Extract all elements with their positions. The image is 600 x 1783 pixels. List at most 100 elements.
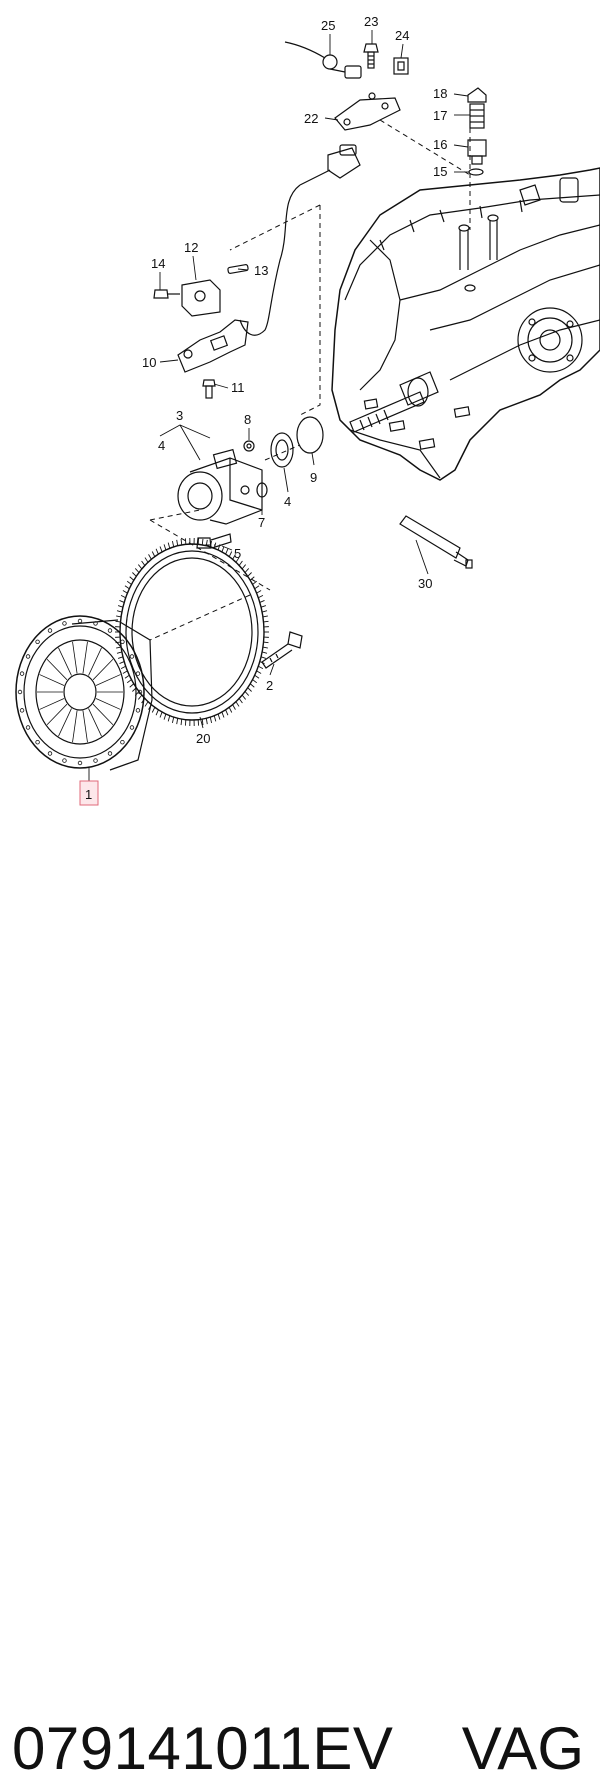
flywheel-tooth <box>236 702 239 707</box>
callout-30: 30 <box>418 576 432 591</box>
part-30-grease-tube <box>400 516 472 568</box>
diaphragm-finger <box>93 659 113 680</box>
flywheel-tooth <box>142 561 145 566</box>
flywheel-tooth <box>263 647 268 648</box>
flywheel-tooth <box>172 541 173 547</box>
diaphragm-finger <box>83 642 88 674</box>
flywheel-tooth <box>138 565 141 569</box>
callout-23: 23 <box>364 14 378 29</box>
callout-18: 18 <box>433 86 447 101</box>
flywheel-tooth <box>181 719 182 725</box>
callout-2: 2 <box>266 678 273 693</box>
flywheel-tooth <box>264 621 269 622</box>
flywheel-tooth <box>250 684 254 688</box>
rivet-hole <box>48 752 52 756</box>
diaphragm-finger <box>40 675 64 686</box>
flywheel-tooth <box>202 539 203 545</box>
part-1-clutch-kit <box>16 616 152 770</box>
callout-22: 22 <box>304 111 318 126</box>
flywheel-tooth <box>164 714 166 720</box>
flywheel-tooth <box>258 666 263 668</box>
callout-20: 20 <box>196 731 210 746</box>
flywheel-tooth <box>119 600 124 602</box>
flywheel-tooth <box>119 662 124 664</box>
flywheel-tooth <box>168 716 170 722</box>
flywheel-tooth <box>152 707 155 712</box>
flywheel-tooth <box>218 714 220 720</box>
brand-name: VAG <box>462 1714 584 1783</box>
flywheel-tooth <box>242 565 245 569</box>
rivet-hole <box>130 655 134 659</box>
callout-7: 7 <box>258 515 265 530</box>
part-8-bleeder <box>244 441 254 451</box>
rivet-hole <box>36 640 40 644</box>
flywheel-tooth <box>156 549 158 554</box>
flywheel-teeth <box>115 538 269 726</box>
part-10-bracket <box>178 320 248 372</box>
part-4-shaft-seal <box>271 433 293 467</box>
flywheel-tooth <box>121 666 126 668</box>
diaphragm-finger <box>47 704 67 725</box>
diaphragm-finger <box>73 711 78 743</box>
flywheel-tooth <box>226 710 228 715</box>
callout-8: 8 <box>244 412 251 427</box>
flywheel-tooth <box>181 539 182 545</box>
flywheel-tooth <box>222 546 224 551</box>
part-5-bolt <box>197 534 231 548</box>
diaphragm-finger <box>93 704 113 725</box>
flywheel-tooth <box>127 680 131 683</box>
flywheel-tooth <box>177 718 178 724</box>
flywheel-tooth <box>248 688 252 692</box>
rivet-hole <box>63 759 67 763</box>
flywheel-tooth <box>222 712 224 717</box>
rivet-hole <box>48 629 52 633</box>
flywheel-tooth <box>255 675 259 678</box>
exploded-parts-diagram: 25 23 24 22 18 17 16 15 12 13 14 10 11 3… <box>0 0 600 830</box>
callout-5: 5 <box>234 546 241 561</box>
rivet-hole <box>26 726 30 730</box>
flywheel-tooth <box>226 549 228 554</box>
flywheel-tooth <box>248 572 252 576</box>
flywheel-tooth <box>168 543 170 549</box>
part-18-cap <box>468 88 486 102</box>
callout-14: 14 <box>151 256 165 271</box>
leader-lines <box>89 30 470 785</box>
flywheel-tooth <box>214 716 216 722</box>
flywheel-tooth <box>116 616 121 617</box>
rivet-hole <box>136 709 140 713</box>
flywheel-tooth <box>164 544 166 550</box>
rivet-hole <box>26 655 30 659</box>
diaphragm-finger <box>47 659 67 680</box>
flywheel-tooth <box>127 581 131 584</box>
rivet-hole <box>108 629 112 633</box>
rivet-hole <box>78 761 82 765</box>
flywheel-tooth <box>263 616 268 617</box>
flywheel-tooth <box>229 552 232 557</box>
callout-25: 25 <box>321 18 335 33</box>
flywheel-tooth <box>125 586 129 589</box>
flywheel-tooth <box>206 718 207 724</box>
part-20-flywheel <box>120 544 264 720</box>
part-12-clamp <box>182 280 220 316</box>
callout-9: 9 <box>310 470 317 485</box>
flywheel-tooth <box>253 680 257 683</box>
rivet-hole <box>63 622 67 626</box>
flywheel-tooth <box>132 572 136 576</box>
flywheel-tooth <box>130 577 134 581</box>
rivet-hole <box>18 690 22 694</box>
flywheel-tooth <box>239 699 242 704</box>
flywheel-tooth <box>121 595 126 597</box>
rivet-hole <box>78 619 82 623</box>
part-22-bracket <box>335 93 400 130</box>
flywheel-tooth <box>145 558 148 563</box>
rivet-hole <box>121 740 125 744</box>
rivet-hole <box>130 726 134 730</box>
flywheel-tooth <box>130 684 134 688</box>
flywheel-tooth <box>233 705 236 710</box>
flywheel-tooth <box>229 707 232 712</box>
flywheel-tooth <box>245 692 249 696</box>
callout-3: 3 <box>176 408 183 423</box>
diaphragm-finger <box>83 711 88 743</box>
diaphragm-finger <box>96 698 120 709</box>
callout-15: 15 <box>433 164 447 179</box>
